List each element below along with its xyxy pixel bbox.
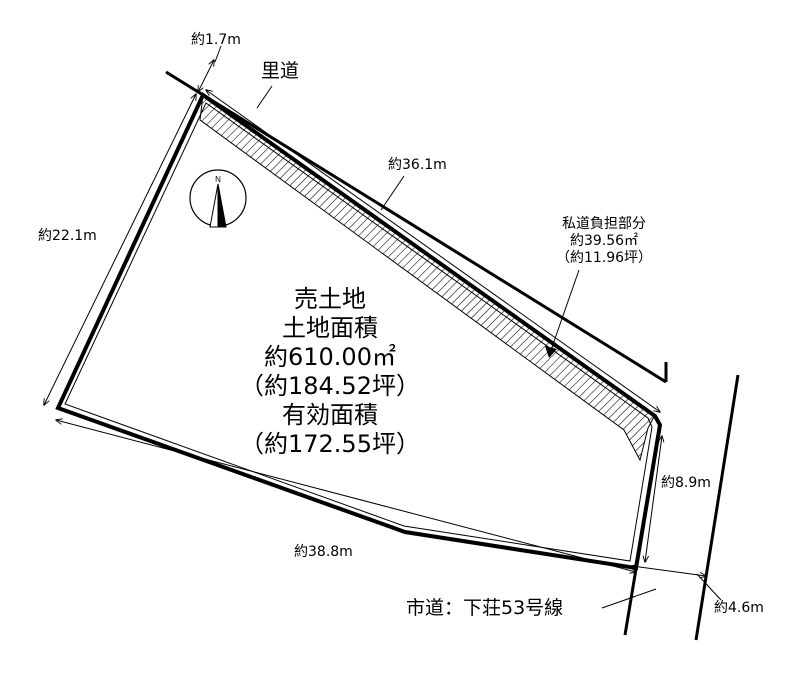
effective-area-tsubo: （約172.55坪）: [240, 430, 420, 458]
dim-west-edge: 約22.1m: [38, 228, 97, 244]
leader-village-road: [256, 85, 273, 109]
land-area-m2: 約610.00㎡: [264, 343, 396, 371]
private-road-area-tsubo: （約11.96坪）: [555, 250, 653, 266]
leader-north-dim: [380, 175, 405, 211]
leader-city-road: [601, 588, 657, 609]
dim-top-gap: 約1.7m: [191, 32, 241, 48]
dim-line-north: [206, 90, 660, 412]
dim-line-road-width: [632, 566, 706, 576]
private-road-note: 私道負担部分 約39.56㎡ （約11.96坪）: [540, 216, 668, 267]
compass-letter: N: [215, 175, 221, 184]
dim-line-east: [645, 436, 662, 562]
village-road-label: 里道: [261, 60, 300, 82]
dim-east-edge: 約8.9m: [661, 475, 711, 491]
city-road-edge-east: [694, 374, 740, 641]
land-area-tsubo: （約184.52坪）: [240, 372, 420, 400]
dim-north-edge: 約36.1m: [388, 157, 447, 173]
land-area-heading: 土地面積: [282, 314, 378, 342]
land-info-block: 売土地 土地面積 約610.00㎡ （約184.52坪） 有効面積 （約172.…: [215, 285, 445, 459]
leader-private-road: [550, 269, 580, 351]
dim-line-top-gap: [198, 60, 214, 92]
leader-road-width: [696, 573, 722, 601]
dim-line-south: [56, 420, 636, 572]
leader-top-gap: [214, 45, 222, 63]
dim-road-width: 約4.6m: [714, 600, 764, 616]
dim-south-edge: 約38.8m: [294, 544, 353, 560]
private-road-area-m2: 約39.56㎡: [569, 233, 639, 249]
north-arrow-icon: N: [189, 169, 247, 228]
leader-private-road-arrowhead: [545, 346, 557, 358]
city-road-label: 市道：下荘53号線: [406, 597, 564, 619]
land-title: 売土地: [294, 285, 366, 313]
effective-area-heading: 有効面積: [282, 401, 378, 429]
private-road-title: 私道負担部分: [562, 216, 646, 232]
dim-line-west: [44, 94, 196, 405]
